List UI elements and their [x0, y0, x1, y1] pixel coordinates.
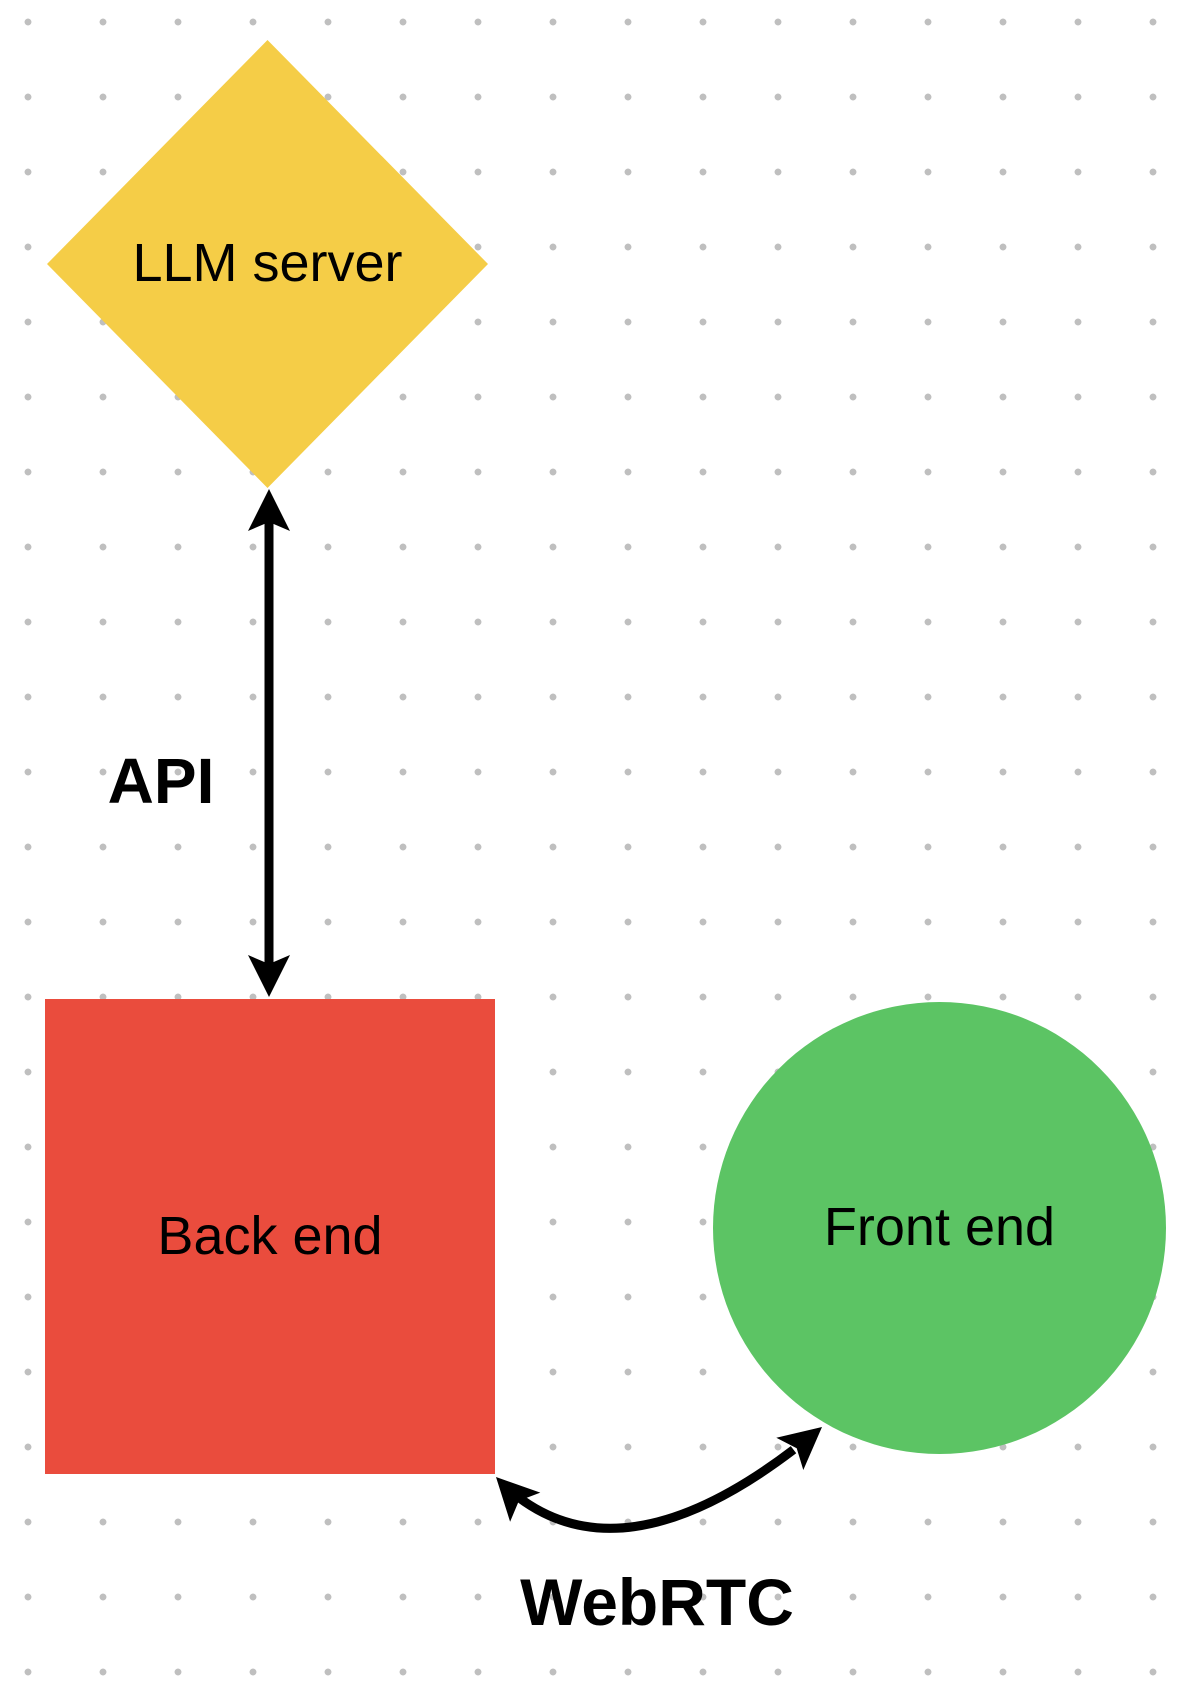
webrtc-connector-label[interactable]: WebRTC: [520, 1565, 794, 1639]
api-arrowhead-up: [248, 489, 290, 531]
llm-server-node[interactable]: LLM server: [47, 40, 488, 488]
back-end-label: Back end: [157, 1205, 383, 1266]
front-end-label: Front end: [823, 1197, 1056, 1258]
api-connector-label[interactable]: API: [107, 745, 215, 817]
webrtc-arrowhead-right: [776, 1427, 822, 1470]
api-arrowhead-down: [248, 955, 290, 997]
webrtc-arrowhead-left: [496, 1477, 541, 1522]
api-connector-arrow[interactable]: [248, 489, 290, 997]
llm-server-label: LLM server: [132, 233, 403, 294]
back-end-node[interactable]: Back end: [45, 999, 495, 1474]
front-end-node[interactable]: Front end: [713, 1002, 1166, 1454]
webrtc-connector-arrow[interactable]: [496, 1427, 822, 1533]
